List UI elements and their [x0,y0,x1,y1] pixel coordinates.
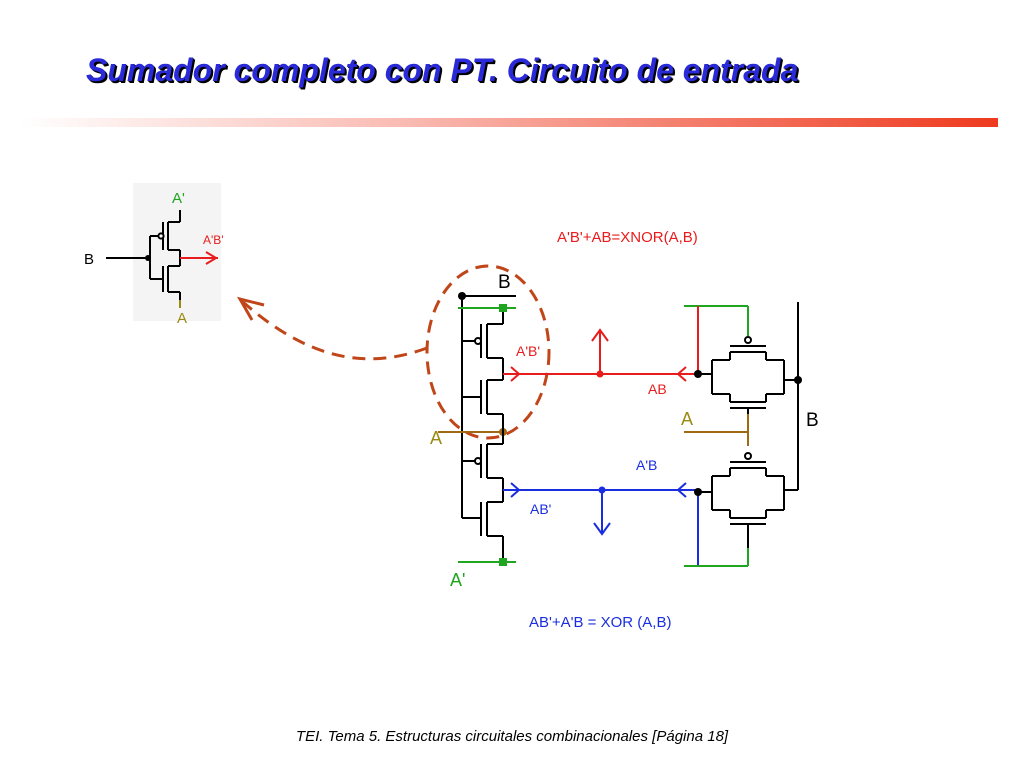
label-ab-node: AB [648,381,667,397]
label-aprimeb-node: A'B [636,457,657,473]
xnor-output-line: A'B' AB [503,328,698,397]
xor-equation: AB'+A'B = XOR (A,B) [529,614,671,631]
xor-output-line: A'B AB' [503,457,698,536]
label-b-right: B [806,410,819,431]
equations: A'B'+AB=XNOR(A,B) AB'+A'B = XOR (A,B) [529,229,698,631]
tg-bottom [698,452,798,548]
inset-pass-transistor-symbol: A' B A'B' A [84,183,224,327]
label-abprime-node: AB' [530,501,551,517]
xnor-equation: A'B'+AB=XNOR(A,B) [557,229,698,246]
inset-label-a: A [177,310,187,327]
inset-label-b: B [84,251,94,268]
input-transistor-column: B A A' [430,272,516,590]
inset-label-aprime: A' [172,190,185,207]
slide-title: Sumador completo con PT. Circuito de ent… [86,52,799,88]
slide-footer: TEI. Tema 5. Estructuras circuitales com… [295,728,729,745]
inset-label-output: A'B' [203,233,224,247]
title-divider [20,118,998,127]
transmission-gates: A B [681,302,819,567]
label-a-right: A [681,409,693,429]
label-aprimebprime-node: A'B' [516,343,540,359]
callout-arrow [236,264,551,440]
label-aprime-left: A' [450,570,465,590]
label-b-left: B [498,272,511,293]
tg-top [698,336,798,414]
